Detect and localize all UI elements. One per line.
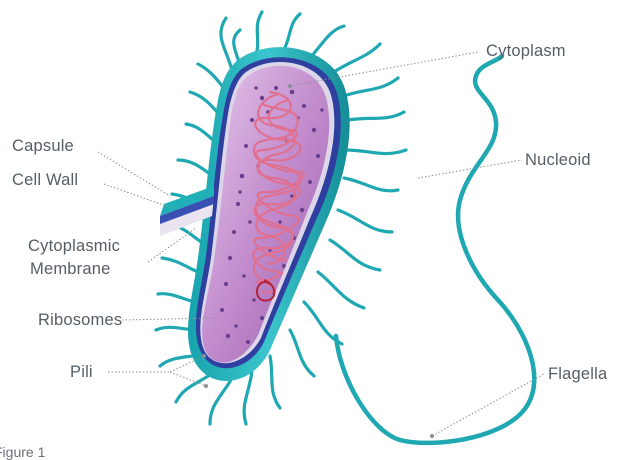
- label-cell-wall: Cell Wall: [12, 170, 78, 190]
- label-cytoplasmic-membrane-line2: Membrane: [30, 259, 110, 279]
- label-cytoplasm: Cytoplasm: [486, 41, 566, 61]
- label-capsule: Capsule: [12, 136, 74, 156]
- label-ribosomes: Ribosomes: [38, 310, 122, 330]
- label-flagella: Flagella: [548, 364, 607, 384]
- figure-caption: Figure 1: [0, 444, 45, 460]
- flagellum: [336, 56, 534, 443]
- label-pili: Pili: [70, 362, 93, 382]
- label-cytoplasmic-membrane-line1: Cytoplasmic: [28, 236, 120, 256]
- label-nucleoid: Nucleoid: [525, 150, 591, 170]
